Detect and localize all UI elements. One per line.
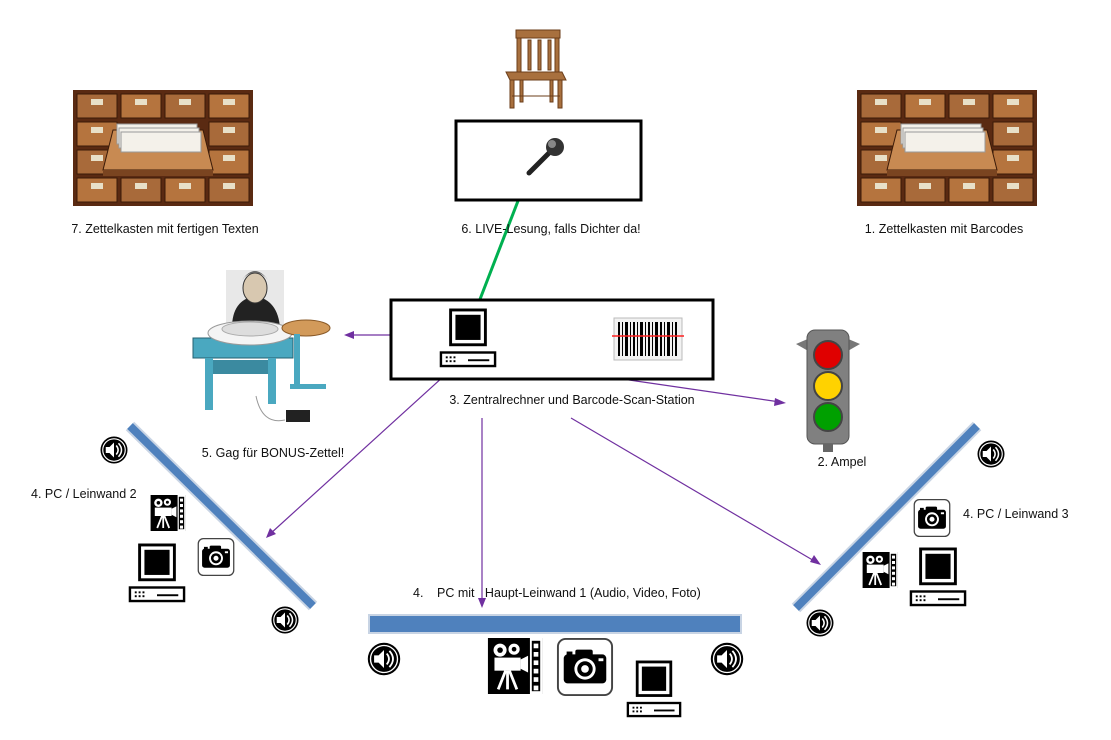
speaker-icon (366, 641, 402, 677)
label-station-6: 6. LIVE-Lesung, falls Dichter da! (461, 222, 640, 236)
pottery-wheel-icon (192, 270, 331, 422)
main-screen (368, 614, 742, 634)
label-station-5: 5. Gag für BONUS-Zettel! (202, 446, 344, 460)
label-main-screen: PC mit Haupt-Leinwand 1 (Audio, Video, F… (437, 586, 701, 600)
photo-camera-icon (197, 537, 235, 577)
microphone-icon (526, 138, 564, 176)
video-camera-icon (487, 637, 543, 695)
photo-camera-icon (913, 498, 951, 538)
label-screen-2: 4. PC / Leinwand 2 (31, 487, 137, 501)
card-catalog-icon (857, 90, 1037, 206)
screen-3 (791, 421, 982, 613)
screen-2 (125, 421, 318, 611)
video-camera-icon (150, 494, 186, 532)
speaker-icon (709, 641, 745, 677)
arrow-to-screen-3 (570, 417, 817, 563)
traffic-light-icon (796, 329, 860, 452)
barcode-icon (612, 317, 684, 361)
speaker-icon (976, 439, 1006, 469)
speaker-icon (805, 608, 835, 638)
chair-icon (505, 29, 567, 109)
label-station-3: 3. Zentralrechner und Barcode-Scan-Stati… (449, 393, 694, 407)
label-station-2: 2. Ampel (818, 455, 867, 469)
label-main-screen-number: 4. (413, 586, 423, 600)
photo-camera-icon (556, 637, 614, 697)
arrow-to-screen-2 (269, 375, 445, 535)
speaker-icon (270, 605, 300, 635)
live-reading-box (454, 119, 643, 202)
label-station-7: 7. Zettelkasten mit fertigen Texten (71, 222, 258, 236)
label-screen-3: 4. PC / Leinwand 3 (963, 507, 1069, 521)
computer-icon (909, 547, 967, 607)
label-station-1: 1. Zettelkasten mit Barcodes (865, 222, 1023, 236)
video-camera-icon (862, 551, 898, 589)
computer-icon (128, 543, 186, 603)
card-catalog-icon (73, 90, 253, 206)
speaker-icon (99, 435, 129, 465)
computer-icon (626, 660, 682, 718)
arrow-to-live-reading (475, 187, 525, 308)
